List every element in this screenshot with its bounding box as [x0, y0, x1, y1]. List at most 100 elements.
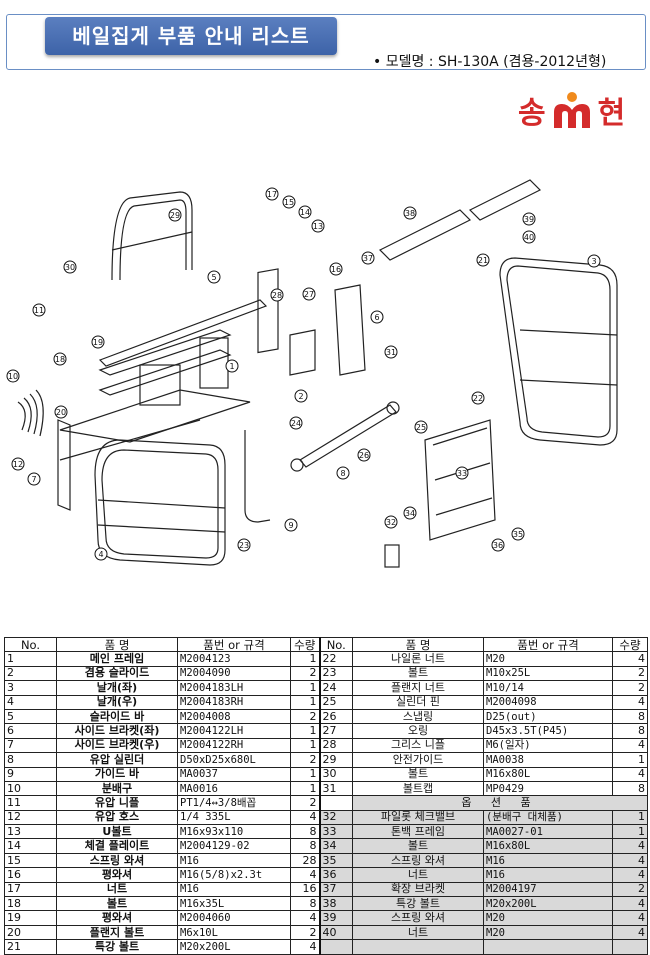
- callout-1: 1: [225, 359, 239, 373]
- part-name: 확장 브라켓: [352, 881, 484, 898]
- page-title: 베일집게 부품 안내 리스트: [45, 17, 337, 55]
- part-name: 스프링 와셔: [352, 910, 484, 926]
- svg-text:26: 26: [359, 451, 369, 460]
- part-code: M20: [483, 651, 613, 667]
- part-code: M2004122RH: [177, 737, 291, 754]
- part-no: 17: [4, 881, 57, 898]
- part-name: 파일롯 체크밸브: [352, 809, 484, 826]
- part-code: MA0037: [177, 766, 291, 782]
- part-qty: 4: [612, 838, 648, 854]
- part-name: 스프링 와셔: [352, 852, 484, 869]
- svg-text:38: 38: [405, 209, 415, 218]
- part-qty: 1: [290, 694, 320, 710]
- part-name: 유압 호스: [56, 809, 178, 826]
- part-name: 날개(좌): [56, 680, 178, 696]
- part-qty: 16: [290, 881, 320, 898]
- callout-16: 16: [329, 262, 343, 276]
- part-no: 15: [4, 852, 57, 869]
- callout-9: 9: [284, 518, 298, 532]
- callout-26: 26: [357, 448, 371, 462]
- part-qty: 8: [612, 780, 648, 797]
- part-qty: 1: [290, 723, 320, 739]
- svg-text:34: 34: [405, 509, 415, 518]
- part-no: 3: [4, 680, 57, 696]
- callout-12: 12: [11, 457, 25, 471]
- part-code: D25(out): [483, 708, 613, 725]
- svg-text:33: 33: [457, 469, 467, 478]
- callout-8: 8: [336, 466, 350, 480]
- part-no: 34: [318, 838, 353, 854]
- svg-text:20: 20: [56, 408, 66, 417]
- part-qty: 4: [290, 809, 320, 826]
- part-no: 2: [4, 665, 57, 682]
- part-code: M2004129-02: [177, 838, 291, 854]
- part-no: 39: [318, 910, 353, 926]
- part-code: M2004098: [483, 694, 613, 710]
- part-name: 볼트캡: [352, 780, 484, 797]
- part-name: 사이드 브라켓(우): [56, 737, 178, 754]
- svg-text:7: 7: [31, 475, 36, 484]
- part-no: 1: [4, 651, 57, 667]
- part-qty: 4: [612, 867, 648, 883]
- svg-text:21: 21: [478, 256, 488, 265]
- part-qty: 4: [290, 939, 320, 955]
- part-no: 31: [318, 780, 353, 797]
- callout-28: 28: [270, 288, 284, 302]
- callout-36: 36: [491, 538, 505, 552]
- svg-text:12: 12: [13, 460, 23, 469]
- part-name: U볼트: [56, 824, 178, 840]
- part-no: 11: [4, 795, 57, 811]
- part-name: 겸용 슬라이드: [56, 665, 178, 682]
- part-no: 8: [4, 752, 57, 768]
- callout-3: 3: [587, 254, 601, 268]
- part-code: M16x80L: [483, 838, 613, 854]
- callout-33: 33: [455, 466, 469, 480]
- part-no: 29: [318, 752, 353, 768]
- callout-10: 10: [6, 369, 20, 383]
- part-name: 스프링 와셔: [56, 852, 178, 869]
- part-code: M2004060: [177, 910, 291, 926]
- part-no: 7: [4, 737, 57, 754]
- callout-5: 5: [207, 270, 221, 284]
- part-code: M10/14: [483, 680, 613, 696]
- part-qty: 4: [290, 867, 320, 883]
- part-name: 특강 볼트: [56, 939, 178, 955]
- part-code: M16: [483, 867, 613, 883]
- part-no: 12: [4, 809, 57, 826]
- part-no: 37: [318, 881, 353, 898]
- part-qty: 8: [290, 824, 320, 840]
- part-qty: 1: [290, 737, 320, 754]
- part-name: 톤백 프레임: [352, 824, 484, 840]
- part-no: 36: [318, 867, 353, 883]
- svg-text:25: 25: [416, 423, 426, 432]
- header-name-right: 품 명: [352, 636, 484, 653]
- part-name: 평와셔: [56, 867, 178, 883]
- callout-29: 29: [168, 208, 182, 222]
- svg-text:19: 19: [93, 338, 103, 347]
- part-code: MA0027-01: [483, 824, 613, 840]
- callout-14: 14: [298, 205, 312, 219]
- part-qty: [612, 939, 648, 955]
- part-no: 38: [318, 896, 353, 912]
- part-name: 체결 플레이트: [56, 838, 178, 854]
- part-qty: 8: [290, 838, 320, 854]
- part-name: 메인 프레임: [56, 651, 178, 667]
- part-name: 특강 볼트: [352, 896, 484, 912]
- part-name: 플랜지 너트: [352, 680, 484, 696]
- part-qty: 2: [290, 665, 320, 682]
- callout-2: 2: [294, 389, 308, 403]
- part-no: 6: [4, 723, 57, 739]
- callout-23: 23: [237, 538, 251, 552]
- part-no: [318, 939, 353, 955]
- svg-text:2: 2: [298, 392, 303, 401]
- svg-text:30: 30: [65, 263, 75, 272]
